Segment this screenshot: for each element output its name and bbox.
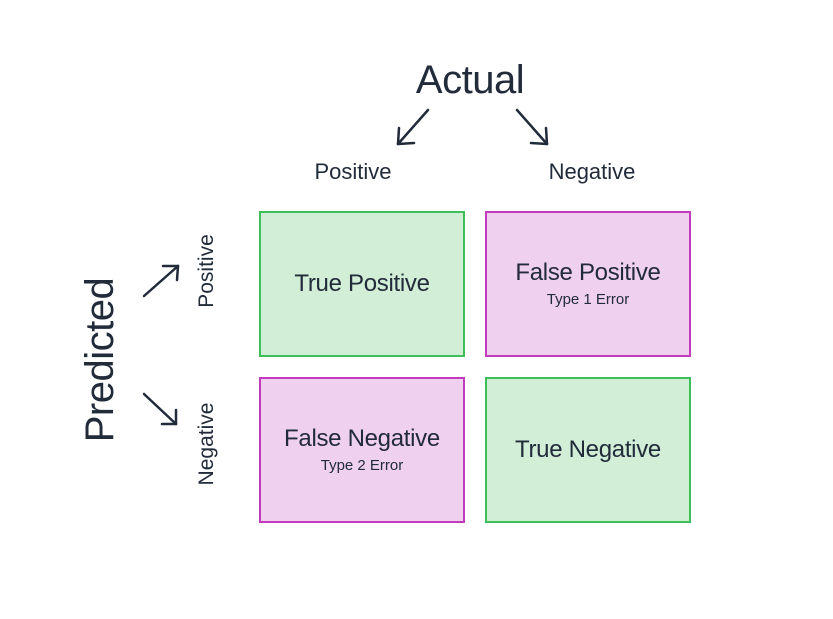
predicted-negative-label: Negative bbox=[195, 402, 218, 486]
predicted-negative-arrow-icon bbox=[138, 388, 184, 432]
false-positive-subtitle: Type 1 Error bbox=[546, 291, 630, 308]
false-negative-subtitle: Type 2 Error bbox=[320, 457, 404, 474]
false-positive-title: False Positive bbox=[515, 259, 661, 286]
false-negative-title: False Negative bbox=[284, 425, 440, 452]
actual-positive-label: Positive bbox=[314, 159, 392, 184]
actual-negative-arrow-icon bbox=[510, 106, 554, 150]
actual-axis-title: Actual bbox=[415, 58, 525, 102]
predicted-positive-arrow-icon bbox=[138, 258, 184, 302]
false-negative-cell: False Negative Type 2 Error bbox=[259, 377, 465, 523]
true-negative-cell: True Negative bbox=[485, 377, 691, 523]
false-positive-cell: False Positive Type 1 Error bbox=[485, 211, 691, 357]
true-positive-title: True Positive bbox=[294, 270, 430, 297]
predicted-axis-title: Predicted bbox=[78, 277, 122, 443]
true-positive-cell: True Positive bbox=[259, 211, 465, 357]
predicted-positive-label: Positive bbox=[195, 234, 218, 308]
actual-negative-label: Negative bbox=[548, 159, 636, 184]
actual-positive-arrow-icon bbox=[392, 106, 436, 150]
true-negative-title: True Negative bbox=[515, 436, 661, 463]
